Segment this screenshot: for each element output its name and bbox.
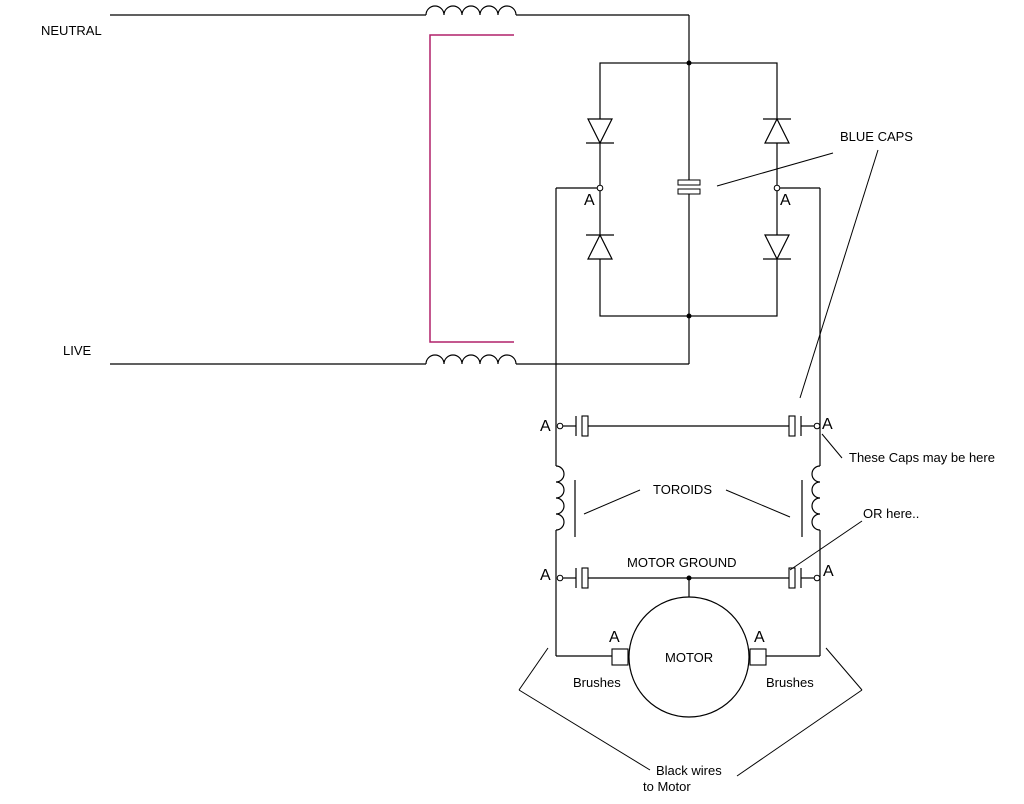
black-wires-label-line1: Black wires <box>656 763 722 778</box>
terminal-a-label: A <box>780 192 791 209</box>
leader-lines <box>518 149 879 777</box>
these-caps-label: These Caps may be here <box>849 450 995 465</box>
motor-ground-label: MOTOR GROUND <box>627 555 737 570</box>
live-line <box>110 316 690 365</box>
blue-caps-label: BLUE CAPS <box>840 129 913 144</box>
upper-cap-row <box>563 415 814 437</box>
terminal-a-label: A <box>584 192 595 209</box>
left-output-wire <box>555 187 612 657</box>
lower-cap-row <box>563 567 814 597</box>
right-output-wire <box>766 187 821 657</box>
brushes-left-label: Brushes <box>573 675 621 690</box>
terminal-points <box>556 184 821 582</box>
filter-core-bar <box>429 34 514 343</box>
diode-top-left <box>586 118 614 145</box>
neutral-line <box>110 5 690 63</box>
brushes-right-label: Brushes <box>766 675 814 690</box>
motor-label: MOTOR <box>665 650 713 665</box>
center-capacitor <box>677 179 701 195</box>
diode-top-right <box>763 117 791 144</box>
neutral-label: NEUTRAL <box>41 23 102 38</box>
toroids-label: TOROIDS <box>653 482 712 497</box>
terminal-a-label: A <box>754 629 765 646</box>
live-label: LIVE <box>63 343 92 358</box>
terminal-a-label: A <box>822 416 833 433</box>
motor <box>611 596 767 718</box>
terminal-a-label: A <box>823 563 834 580</box>
or-here-label: OR here.. <box>863 506 919 521</box>
brush-right <box>749 648 767 666</box>
terminal-a-label: A <box>540 418 551 435</box>
terminal-a-labels: A A A A A A A A <box>540 192 834 646</box>
diode-bottom-left <box>586 233 614 260</box>
terminal-a-label: A <box>540 567 551 584</box>
black-wires-label-line2: to Motor <box>643 779 691 794</box>
diode-bottom-right <box>763 234 791 261</box>
brush-left <box>611 648 629 666</box>
terminal-a-label: A <box>609 629 620 646</box>
